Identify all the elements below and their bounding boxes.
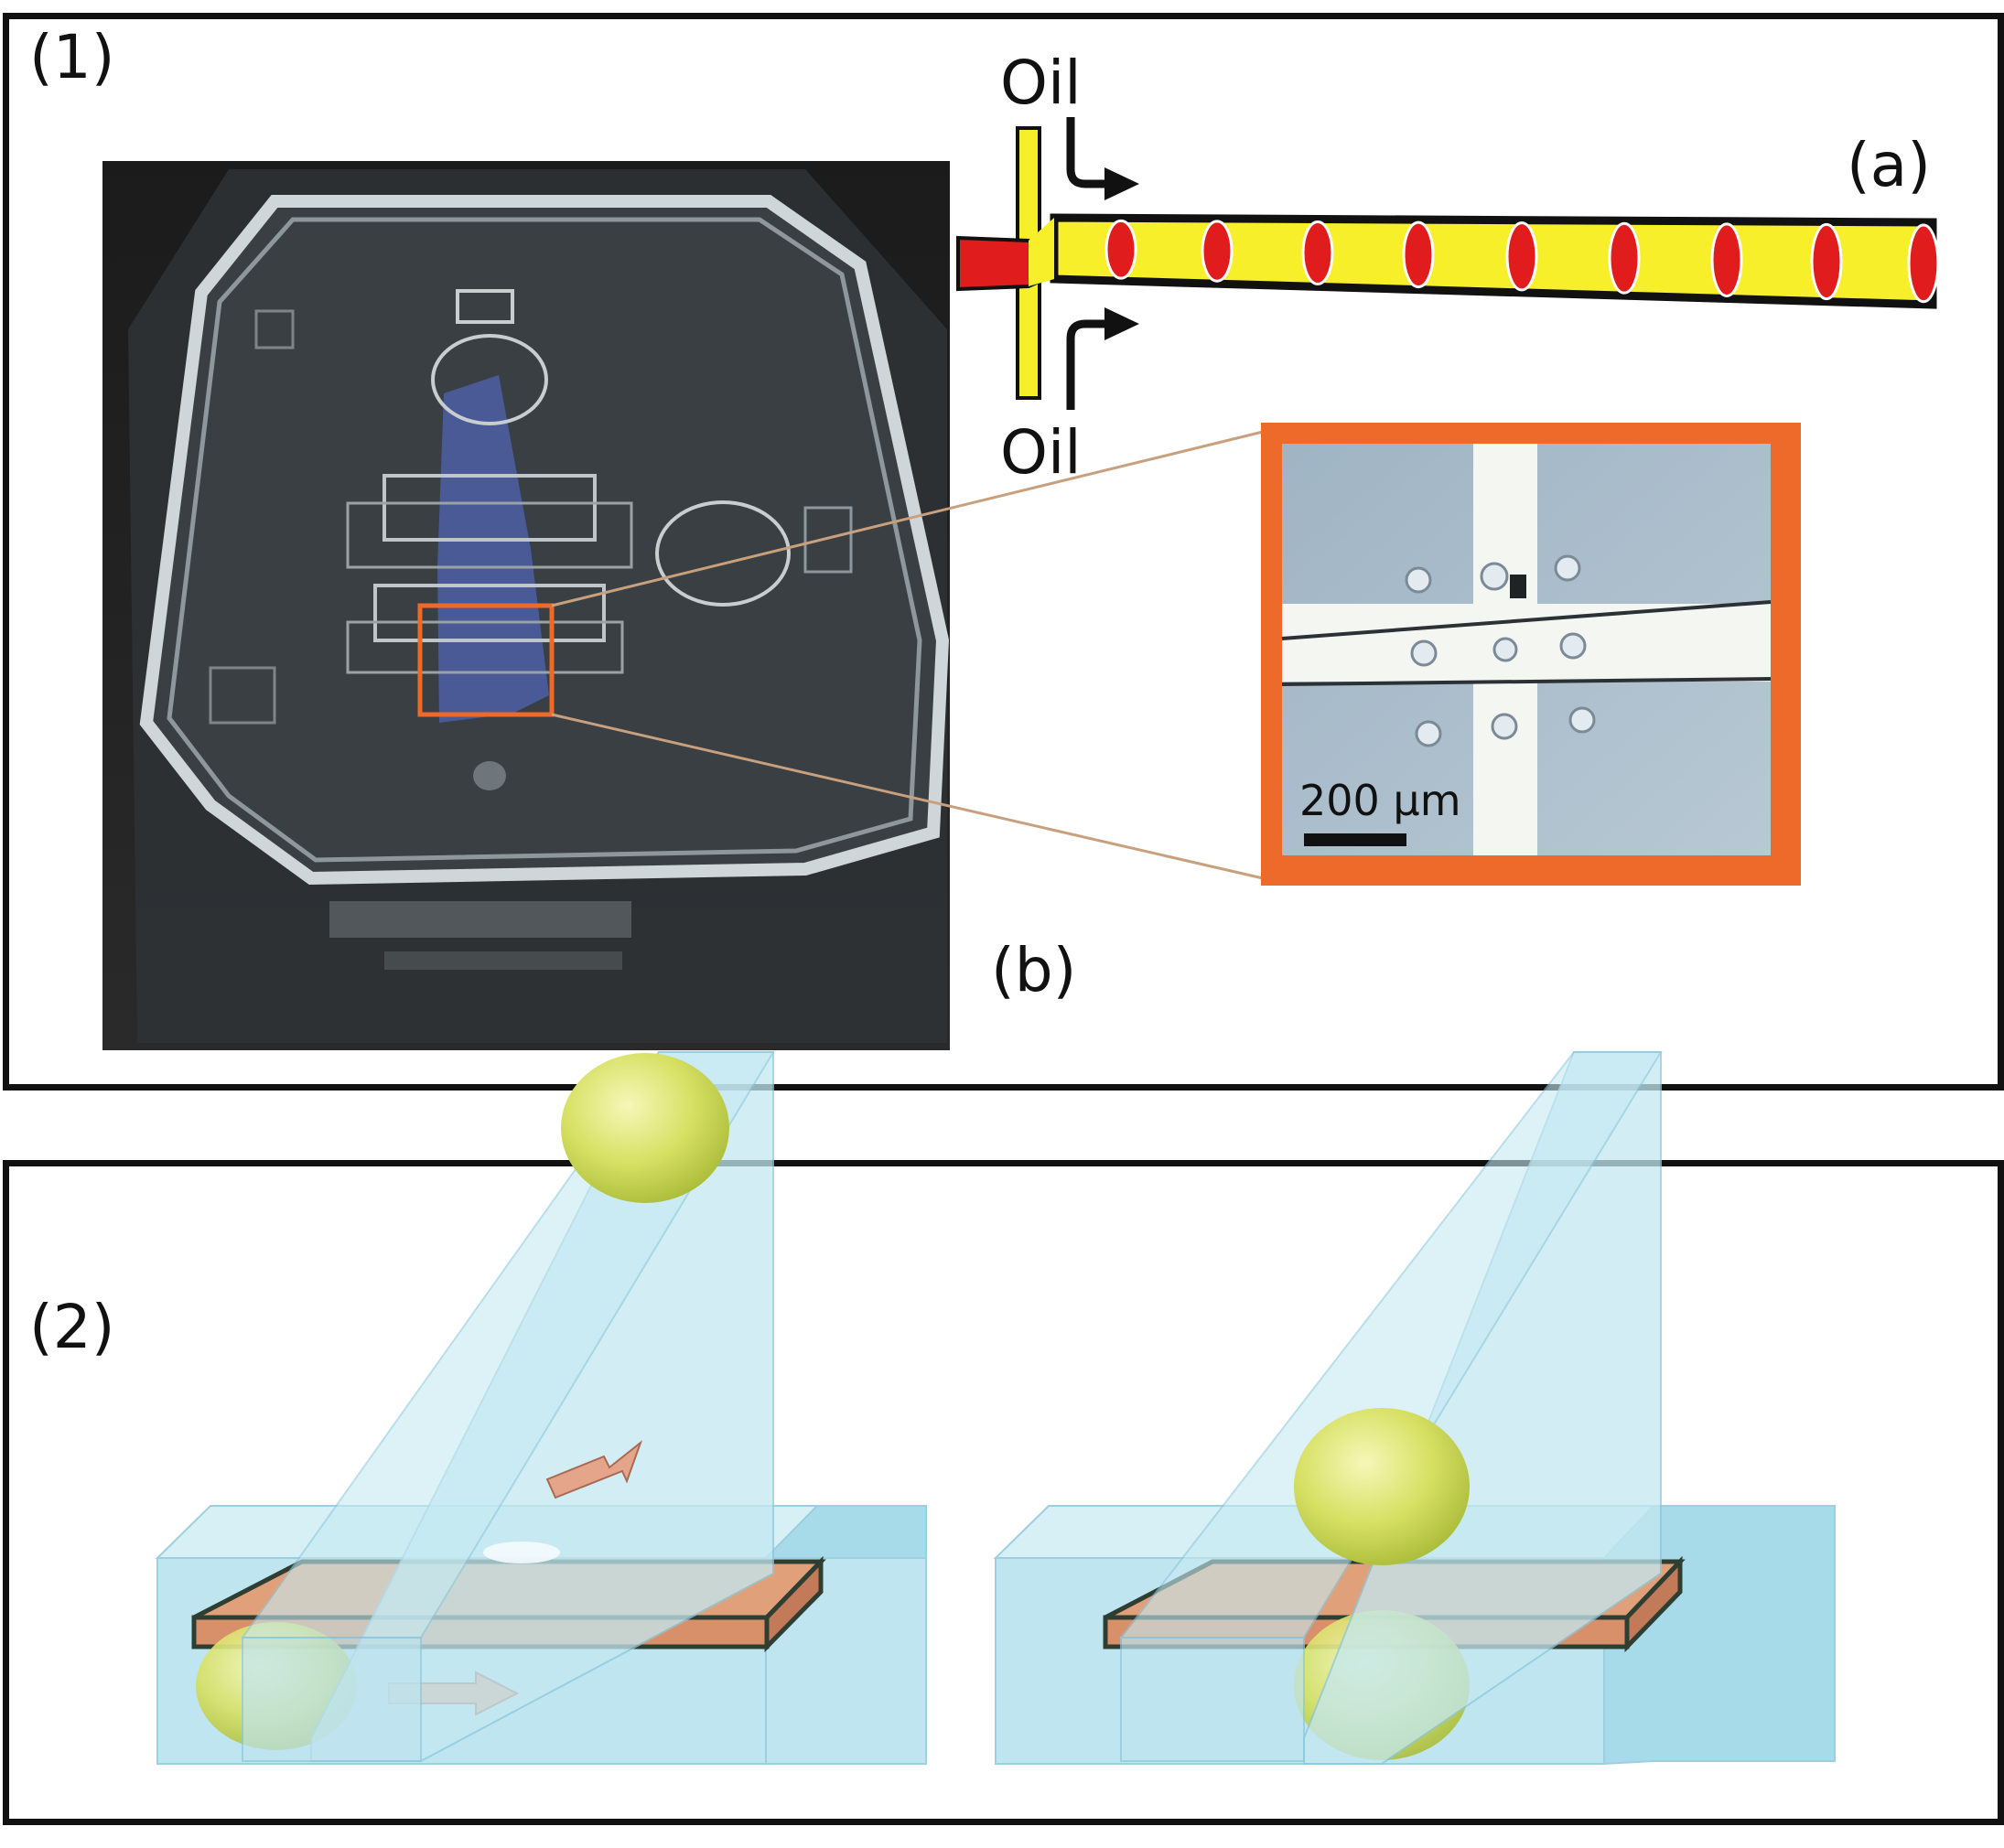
zoom-line-top xyxy=(551,430,1264,607)
microscope-inset xyxy=(1261,423,1801,886)
panel-1-label: (1) xyxy=(29,22,115,92)
zoom-line-bottom xyxy=(551,713,1264,880)
scale-bar-label: 200 μm xyxy=(1299,776,1461,825)
oil-label-bottom: Oil xyxy=(1000,417,1082,488)
oil-label-top: Oil xyxy=(1000,48,1082,118)
oil-arrow-top xyxy=(1066,117,1139,200)
droplet-4 xyxy=(1402,220,1435,289)
droplet-6 xyxy=(1608,221,1641,295)
droplet-3 xyxy=(1301,220,1334,285)
droplet-row xyxy=(1104,219,1940,304)
droplet-2 xyxy=(1201,220,1234,283)
droplet-channel-schematic xyxy=(956,126,1937,400)
sub-label-b: (b) xyxy=(991,935,1077,1005)
scene-merged xyxy=(993,1051,1836,1766)
panel-2-label: (2) xyxy=(29,1292,115,1362)
oil-arrow-bottom xyxy=(1066,307,1139,410)
droplet-9 xyxy=(1907,223,1940,304)
highlight-box xyxy=(417,603,555,717)
droplet-7 xyxy=(1710,222,1743,297)
chip-photo xyxy=(102,161,950,1050)
blue-dye-channel xyxy=(437,375,549,723)
droplet-1 xyxy=(1104,219,1137,280)
sub-label-a: (a) xyxy=(1847,130,1931,200)
scene-before-merge xyxy=(155,1051,927,1766)
droplet-5 xyxy=(1505,221,1538,292)
droplet-8 xyxy=(1810,222,1843,301)
scale-bar-line xyxy=(1304,833,1406,846)
